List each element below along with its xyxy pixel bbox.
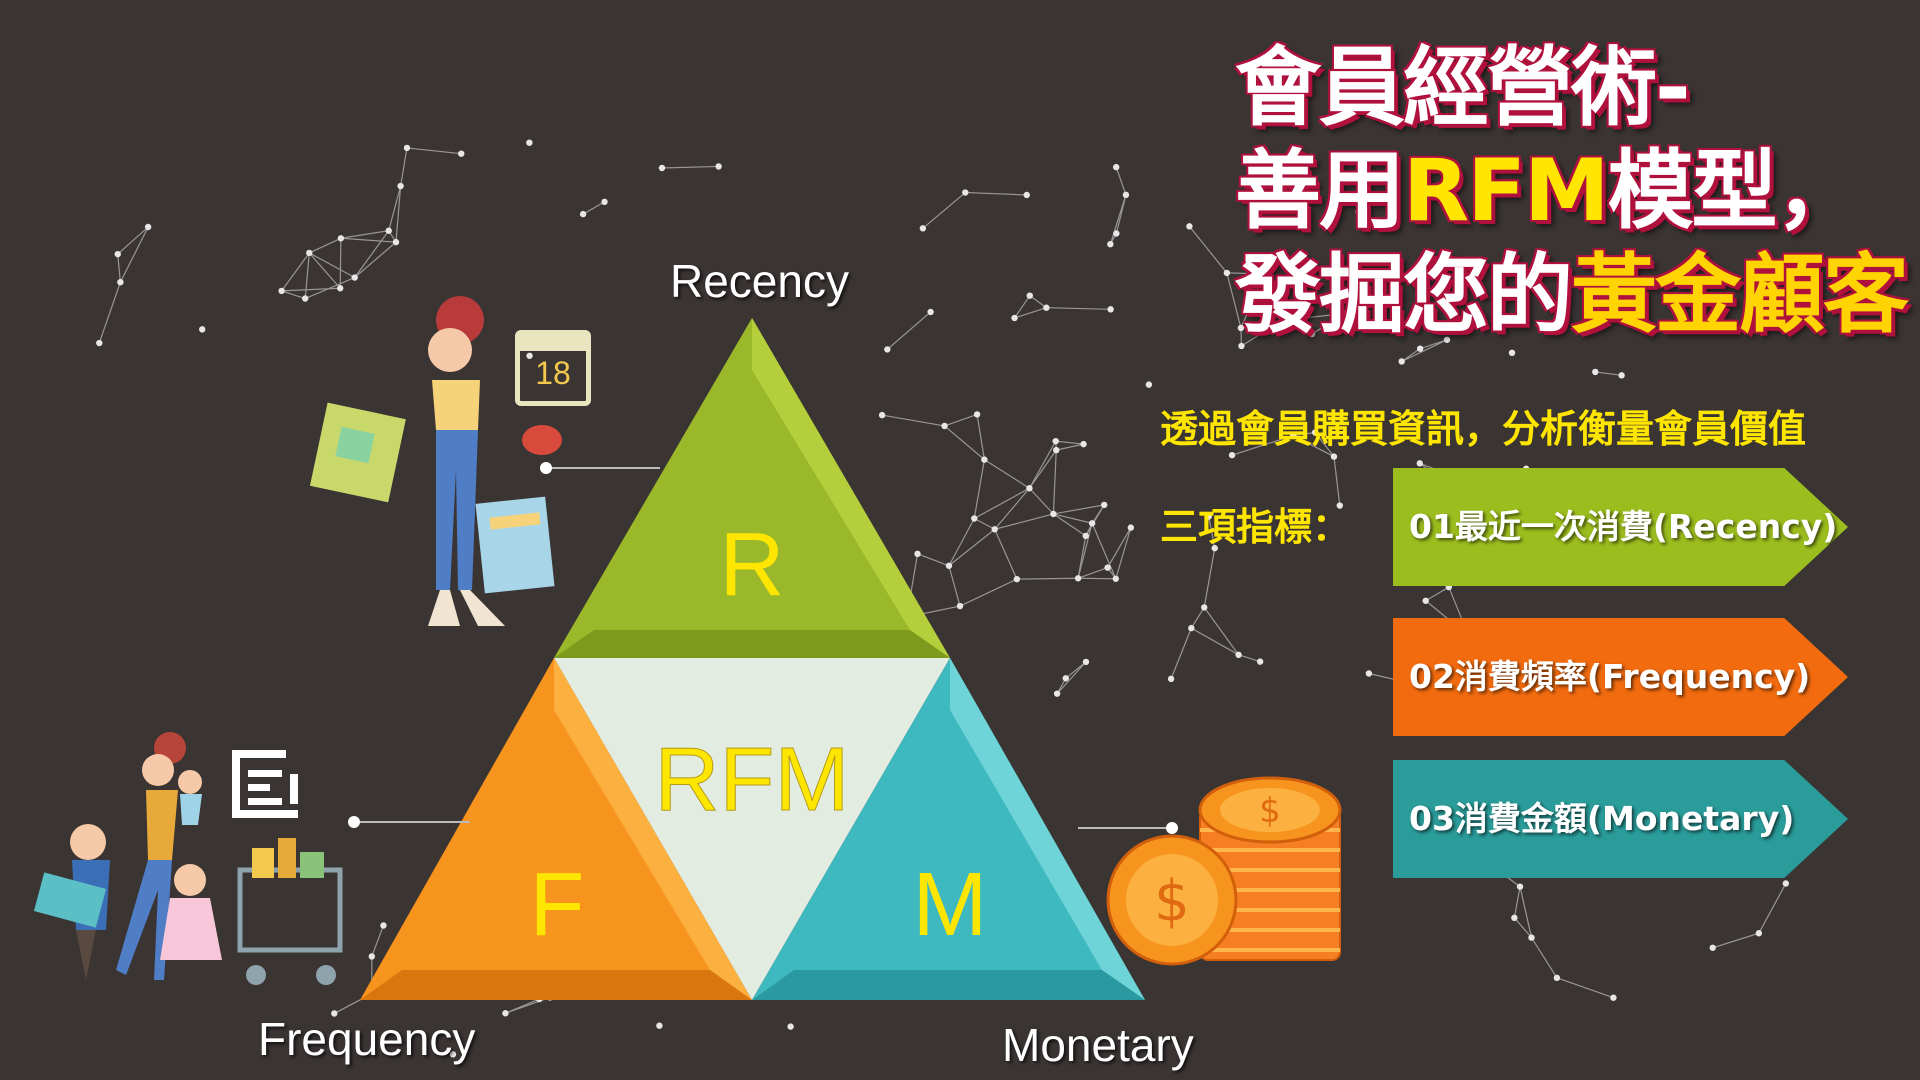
title-line-3: 發掘您的黃金顧客 — [1235, 245, 1909, 345]
letter-f: F — [530, 855, 585, 955]
label-frequency: Frequency — [258, 1013, 476, 1065]
document-icon — [232, 750, 298, 818]
indicators-label: 三項指標： — [1160, 505, 1351, 549]
coin-stack-icon: $ $ — [1106, 776, 1342, 966]
title-highlight-rfm: RFM — [1403, 141, 1610, 241]
subtitle: 透過會員購買資訊，分析衡量會員價值 — [1160, 407, 1807, 451]
triangle-frequency — [360, 658, 752, 1000]
shopping-woman-illustration — [309, 296, 562, 626]
indicator-recency: 01最近一次消費(Recency) — [1393, 468, 1848, 586]
letter-r: R — [720, 515, 785, 615]
triangle-recency — [554, 318, 950, 658]
title-line-1: 會員經營術- — [1235, 38, 1691, 138]
indicator-frequency: 02消費頻率(Frequency) — [1393, 618, 1848, 736]
triangle-center — [554, 658, 950, 1000]
title-line-2: 善用RFM模型， — [1235, 141, 1862, 241]
calendar-icon: 18 — [515, 330, 591, 406]
calendar-day: 18 — [535, 355, 571, 391]
svg-text:$: $ — [1154, 869, 1190, 934]
indicator-monetary: 03消費金額(Monetary) — [1393, 760, 1848, 878]
family-cart-illustration — [33, 732, 343, 985]
label-monetary: Monetary — [1002, 1019, 1194, 1071]
label-recency: Recency — [670, 255, 849, 307]
rfm-triangle: R RFM F M — [360, 318, 1145, 1000]
svg-text:$: $ — [1259, 791, 1281, 831]
title-highlight-golden: 黃金顧客 — [1571, 245, 1909, 345]
letter-m: M — [913, 855, 988, 955]
letter-rfm: RFM — [655, 730, 850, 830]
triangle-monetary — [752, 658, 1145, 1000]
